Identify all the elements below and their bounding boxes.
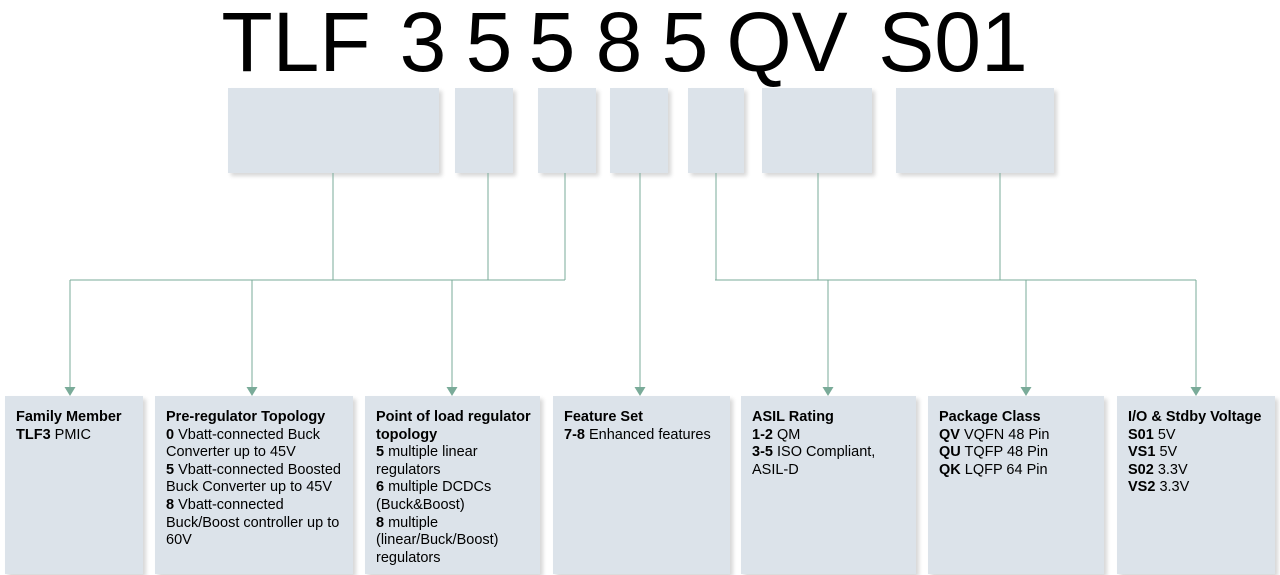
legend-title: Feature Set bbox=[564, 409, 643, 425]
legend-item-desc: 3.3V bbox=[1155, 479, 1190, 496]
legend-item-code: QV bbox=[939, 426, 960, 443]
legend-item: S02 3.3V bbox=[1128, 462, 1267, 480]
legend-item-desc: QM bbox=[772, 426, 801, 443]
legend-item: 5 Vbatt-connected Boosted Buck Converter… bbox=[166, 462, 345, 497]
legend-title: Package Class bbox=[939, 409, 1041, 425]
legend-item-code: 3-5 bbox=[752, 444, 773, 461]
title-segment: 5 bbox=[528, 0, 576, 89]
top-box-package-class bbox=[762, 88, 872, 173]
legend-item-desc: Vbatt-connected Boosted Buck Converter u… bbox=[166, 461, 341, 496]
legend-item-desc: multiple DCDCs (Buck&Boost) bbox=[376, 479, 492, 513]
legend-item-desc: Vbatt-connected Buck Converter up to 45V bbox=[166, 426, 320, 461]
arrow-head-point-of-load bbox=[446, 387, 458, 396]
arrow-head-asil-rating bbox=[822, 387, 834, 396]
title-segment: 3 bbox=[399, 0, 447, 89]
legend-item-code: 1-2 bbox=[752, 426, 773, 443]
legend-item-desc: VQFN 48 Pin bbox=[959, 426, 1050, 443]
legend-item-desc: Vbatt-connected Buck/Boost controller up… bbox=[166, 496, 340, 549]
legend-item-code: 8 bbox=[376, 514, 385, 531]
legend-item: TLF3 PMIC bbox=[16, 427, 135, 445]
legend-item-desc: Enhanced features bbox=[584, 426, 711, 443]
title-segment: TLF bbox=[221, 0, 371, 89]
top-box-io-stdby-voltage bbox=[896, 88, 1054, 173]
legend-item-list: TLF3 PMIC bbox=[16, 427, 135, 445]
top-box-point-of-load bbox=[538, 88, 596, 173]
legend-item: 1-2 QM bbox=[752, 427, 908, 445]
legend-title: Family Member bbox=[16, 409, 122, 425]
legend-item-code: S02 bbox=[1128, 461, 1154, 478]
legend-item: 6 multiple DCDCs (Buck&Boost) bbox=[376, 479, 532, 514]
legend-item-code: S01 bbox=[1128, 426, 1154, 443]
legend-title: ASIL Rating bbox=[752, 409, 834, 425]
legend-item-desc: 5V bbox=[1155, 444, 1178, 461]
legend-title: I/O & Stdby Voltage bbox=[1128, 409, 1262, 425]
legend-item: QU TQFP 48 Pin bbox=[939, 444, 1096, 462]
legend-item: VS2 3.3V bbox=[1128, 479, 1267, 497]
legend-title: Pre-regulator Topology bbox=[166, 409, 326, 425]
legend-item: S01 5V bbox=[1128, 427, 1267, 445]
legend-item-code: TLF3 bbox=[16, 426, 51, 443]
legend-item: 0 Vbatt-connected Buck Converter up to 4… bbox=[166, 427, 345, 462]
legend-item: 8 Vbatt-connected Buck/Boost controller … bbox=[166, 497, 345, 550]
legend-item-desc: 3.3V bbox=[1153, 461, 1188, 478]
top-box-pre-regulator bbox=[455, 88, 513, 173]
legend-item-list: 0 Vbatt-connected Buck Converter up to 4… bbox=[166, 427, 345, 550]
legend-item: 5 multiple linear regulators bbox=[376, 444, 532, 479]
legend-item-code: 6 bbox=[376, 479, 385, 496]
title-segment: 5 bbox=[661, 0, 709, 89]
legend-item-code: VS2 bbox=[1128, 479, 1156, 496]
legend-item-code: QU bbox=[939, 444, 961, 461]
legend-item-desc: ISO Compliant, ASIL-D bbox=[752, 444, 876, 478]
legend-item-code: 5 bbox=[376, 444, 385, 461]
legend-item-list: 7-8 Enhanced features bbox=[564, 427, 722, 445]
top-box-family-member bbox=[228, 88, 439, 173]
title-segment: QV bbox=[726, 0, 848, 89]
title-segment: 5 bbox=[465, 0, 513, 89]
legend-item: QK LQFP 64 Pin bbox=[939, 462, 1096, 480]
legend-title: Point of load regulator topology bbox=[376, 409, 531, 443]
top-box-feature-set bbox=[610, 88, 668, 173]
legend-item-code: QK bbox=[939, 461, 961, 478]
legend-item: 8 multiple (linear/Buck/Boost) regulator… bbox=[376, 515, 532, 568]
legend-item-code: 7-8 bbox=[564, 426, 585, 443]
title-segment: 8 bbox=[595, 0, 643, 89]
legend-item-desc: TQFP 48 Pin bbox=[960, 444, 1049, 461]
legend-item: 7-8 Enhanced features bbox=[564, 427, 722, 445]
legend-item-desc: LQFP 64 Pin bbox=[960, 461, 1048, 478]
arrow-head-feature-set bbox=[634, 387, 646, 396]
arrow-head-io-stdby-voltage bbox=[1190, 387, 1202, 396]
legend-item-code: 5 bbox=[166, 461, 175, 478]
legend-item-code: VS1 bbox=[1128, 444, 1156, 461]
legend-item-desc: PMIC bbox=[50, 426, 91, 443]
legend-item-desc: 5V bbox=[1153, 426, 1176, 443]
legend-item: QV VQFN 48 Pin bbox=[939, 427, 1096, 445]
legend-item-desc: multiple (linear/Buck/Boost) regulators bbox=[376, 514, 499, 566]
legend-item: 3-5 ISO Compliant, ASIL-D bbox=[752, 444, 908, 479]
legend-item-desc: multiple linear regulators bbox=[376, 444, 478, 478]
arrow-head-pre-regulator bbox=[246, 387, 258, 396]
arrow-head-family-member bbox=[64, 387, 76, 396]
legend-item: VS1 5V bbox=[1128, 444, 1267, 462]
legend-item-code: 8 bbox=[166, 496, 175, 513]
legend-item-code: 0 bbox=[166, 426, 175, 443]
arrow-head-package-class bbox=[1020, 387, 1032, 396]
top-box-asil-rating bbox=[688, 88, 744, 173]
title-segment: S01 bbox=[878, 0, 1028, 89]
